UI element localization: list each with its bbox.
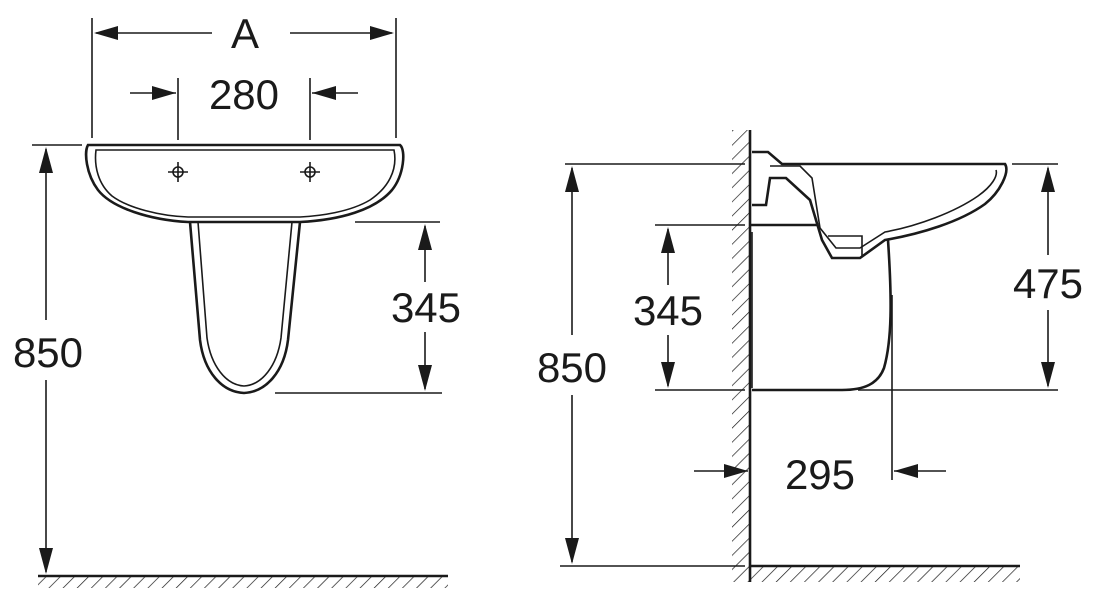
dim-bowl-height-label: 475	[1013, 260, 1083, 307]
side-floor	[750, 564, 1020, 582]
front-tap-hole-right	[300, 162, 320, 182]
side-view: 850 345 475 295	[537, 130, 1083, 582]
front-tap-hole-left	[168, 162, 188, 182]
dim-tap-spacing-label: 280	[209, 71, 279, 118]
dim-side-total-height: 850	[537, 163, 745, 567]
dim-front-total-height-label: 850	[13, 329, 83, 376]
dim-side-total-height-label: 850	[537, 344, 607, 391]
dim-tap-spacing: 280	[130, 71, 358, 140]
dim-projection: 295	[694, 295, 946, 498]
front-floor	[38, 574, 448, 588]
dim-front-total-height: 850	[13, 144, 83, 574]
front-pedestal	[188, 221, 302, 395]
side-basin	[752, 150, 1008, 260]
dim-side-pedestal-height-label: 345	[633, 287, 703, 334]
dim-width-a-label: A	[231, 10, 259, 57]
dim-front-pedestal-height-label: 345	[391, 284, 461, 331]
front-view: A 280 345 850	[13, 10, 461, 588]
dim-front-pedestal-height: 345	[275, 221, 461, 394]
dim-width-a: A	[91, 10, 397, 138]
side-wall	[732, 130, 752, 582]
dim-side-pedestal-height: 345	[633, 224, 745, 391]
side-pedestal	[750, 223, 892, 392]
dim-projection-label: 295	[785, 451, 855, 498]
front-basin	[84, 143, 405, 224]
